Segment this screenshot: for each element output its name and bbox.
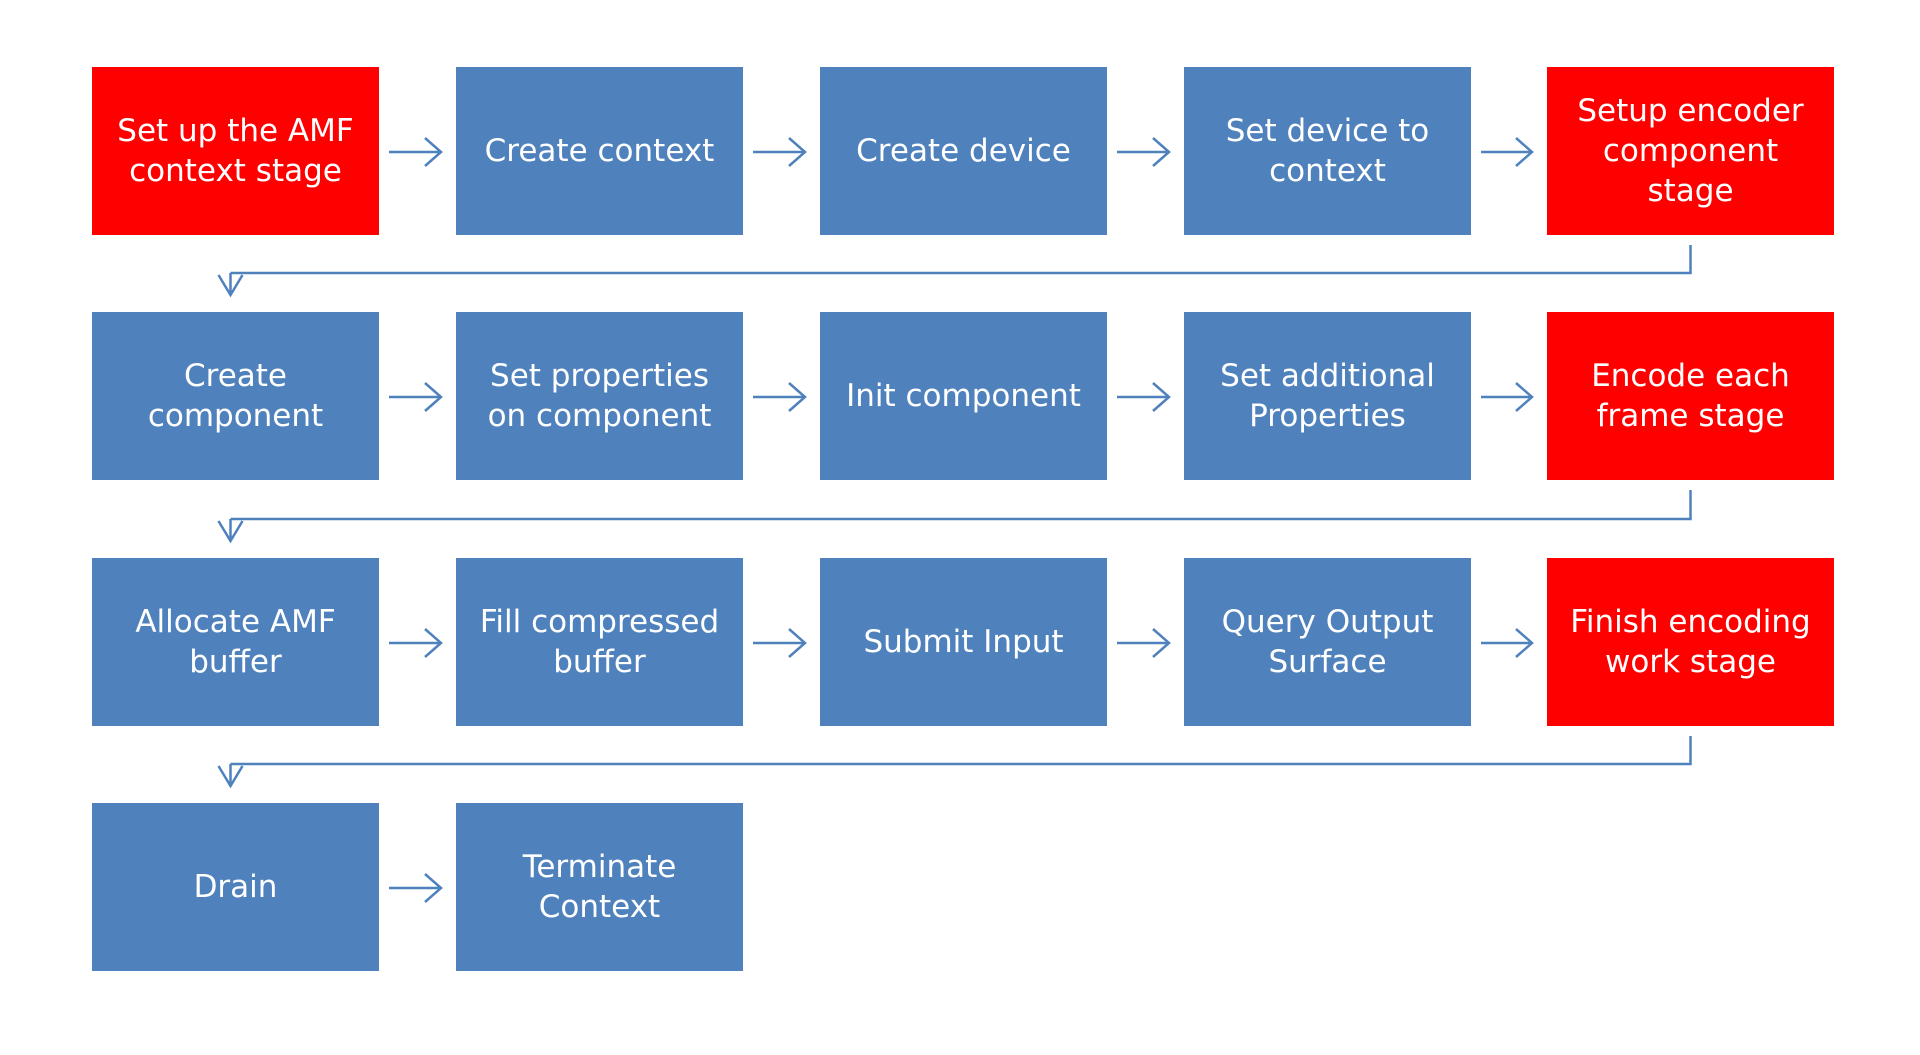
return-connector [230, 736, 1692, 766]
arrow-head [424, 873, 443, 903]
step-label: Create device [856, 133, 1071, 169]
step-label: Allocate AMF buffer [135, 604, 336, 680]
step-box-set-up-the-amf-context-stage: Set up the AMF context stage [92, 67, 379, 235]
step-label: Init component [846, 378, 1081, 414]
step-box-set-properties-on-component: Set properties on component [456, 312, 743, 480]
arrow-head [424, 137, 443, 167]
arrow-head [1152, 382, 1171, 412]
arrow-head [1515, 382, 1534, 412]
step-box-setup-encoder-component-stage: Setup encoder component stage [1547, 67, 1834, 235]
step-label: Setup encoder component stage [1577, 93, 1804, 209]
step-box-finish-encoding-work-stage: Finish encoding work stage [1547, 558, 1834, 726]
step-label: Encode each frame stage [1591, 358, 1790, 434]
step-label: Set up the AMF context stage [117, 113, 354, 189]
step-box-create-context: Create context [456, 67, 743, 235]
arrow-head [1515, 628, 1534, 658]
arrow-head [1152, 137, 1171, 167]
arrow-head [788, 137, 807, 167]
arrow-head [424, 382, 443, 412]
step-box-fill-compressed-buffer: Fill compressed buffer [456, 558, 743, 726]
arrow-head-down [217, 274, 244, 298]
step-label: Query Output Surface [1221, 604, 1434, 680]
step-box-set-additional-properties: Set additional Properties [1184, 312, 1471, 480]
step-box-create-device: Create device [820, 67, 1107, 235]
step-label: Terminate Context [522, 849, 677, 925]
step-label: Submit Input [863, 624, 1064, 660]
step-label: Finish encoding work stage [1570, 604, 1811, 680]
step-label: Create component [147, 358, 324, 434]
arrow-head [1515, 137, 1534, 167]
return-connector [230, 245, 1692, 275]
step-box-encode-each-frame-stage: Encode each frame stage [1547, 312, 1834, 480]
step-label: Create context [484, 133, 715, 169]
step-label: Fill compressed buffer [479, 604, 720, 680]
step-box-query-output-surface: Query Output Surface [1184, 558, 1471, 726]
arrow-head [424, 628, 443, 658]
arrow-head-down [217, 765, 244, 789]
step-box-submit-input: Submit Input [820, 558, 1107, 726]
step-label: Set properties on component [487, 358, 712, 434]
step-box-allocate-amf-buffer: Allocate AMF buffer [92, 558, 379, 726]
step-label: Drain [193, 869, 278, 905]
step-box-create-component: Create component [92, 312, 379, 480]
arrow-head [1152, 628, 1171, 658]
step-label: Set device to context [1225, 113, 1430, 189]
arrow-head-down [217, 520, 244, 544]
arrow-head [788, 628, 807, 658]
step-label: Set additional Properties [1220, 358, 1435, 434]
step-box-drain: Drain [92, 803, 379, 971]
arrow-head [788, 382, 807, 412]
step-box-set-device-to-context: Set device to context [1184, 67, 1471, 235]
step-box-init-component: Init component [820, 312, 1107, 480]
return-connector [230, 490, 1692, 521]
step-box-terminate-context: Terminate Context [456, 803, 743, 971]
